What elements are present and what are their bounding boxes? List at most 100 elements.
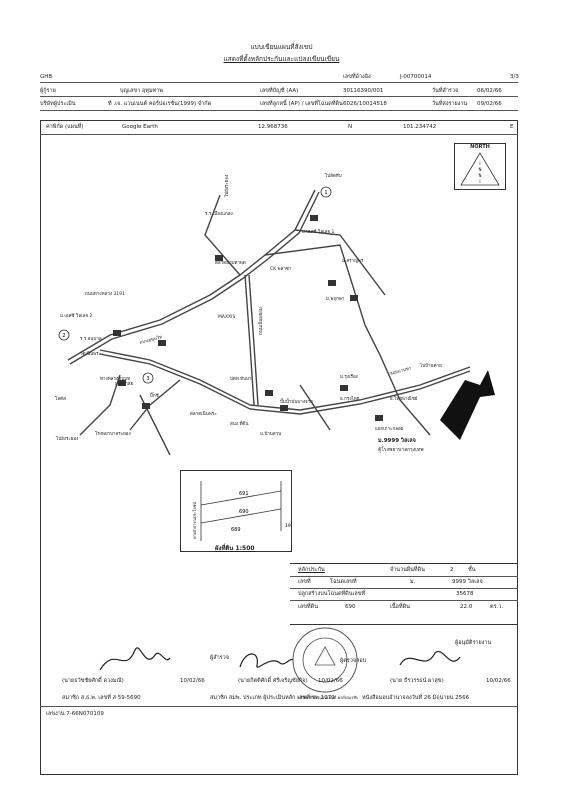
- map-label-bank2: ธ.ไทยพาณิชย์: [390, 395, 418, 402]
- deed-title: หลักประกัน: [298, 567, 325, 573]
- plot-road-label: ทางสาธารณประโยชน์: [192, 502, 197, 539]
- deed-row2-label: เลขที่: [298, 579, 311, 585]
- map-label-sattahip: ไปสัตหีบ: [324, 173, 342, 179]
- map-label-pttstation: ปตท.ทับมา: [230, 376, 252, 382]
- plot-lot-main: 690: [239, 509, 249, 515]
- svg-text:I: I: [479, 179, 480, 184]
- north-arrow-box: NORTH I N N I: [454, 143, 506, 190]
- deed-row2-sub: ม.: [410, 579, 416, 585]
- map-label-site3: ม.สราญพร: [342, 258, 364, 264]
- borrower-label: ผู้กู้ราย: [40, 88, 56, 94]
- north-label: NORTH: [470, 144, 490, 150]
- latitude: 12.968736: [258, 124, 288, 130]
- deed-table: หลักประกัน จำนวนผืนที่ดิน 2 ชั้น เลขที่ …: [290, 563, 518, 625]
- sign1-date: 10/02/66: [180, 678, 205, 684]
- map-label-maxxis: MAXXIS: [218, 314, 235, 320]
- ref-value: J-00700014: [400, 74, 432, 80]
- map-label-road-b: ทางหลวงชนบท: [100, 376, 130, 382]
- deed-row4-area: 22.0: [460, 604, 473, 610]
- sign3-date: 10/02/66: [486, 678, 511, 684]
- sign1-member: สมาชิก ส.ธ.พ. เลขที่ ส 59-5690: [62, 695, 141, 701]
- coord-source: Google Earth: [122, 124, 158, 130]
- report-date-label: วันที่ส่งรายงาน: [432, 101, 468, 107]
- map-label-hospital: โรงพยาบาลระยอง: [95, 430, 131, 437]
- deed-row1-value: 2: [450, 567, 454, 573]
- map-label-bigc: บิ๊กซี: [150, 392, 159, 399]
- map-label-site7: ม.รุ่งเรือง: [340, 373, 358, 380]
- map-label-temple: วัดเนินพระ: [80, 351, 101, 357]
- plot-lot-bottom: 689: [231, 527, 241, 533]
- map-label-rayong2: ไปยังระยอง: [55, 436, 78, 442]
- map-label-lotus: โลตัส: [55, 395, 66, 402]
- map-label-market2: ตลาดเนินพระ: [190, 411, 217, 417]
- plot-side-num: 19: [285, 523, 291, 529]
- account-value: 30116390/001: [343, 88, 384, 94]
- document-subtitle: แสดงที่ตั้งหลักประกันและแปลงเขียนเขียน: [223, 55, 340, 63]
- sign1-role: ผู้สำรวจ: [210, 655, 229, 661]
- deed-row4-value: 690: [345, 604, 356, 610]
- map-marker-3: 3: [146, 376, 149, 382]
- map-label-bank: ธ.กรุงไทย: [340, 396, 360, 402]
- map-label-seven: ร.ร.อนุบาล: [80, 336, 102, 342]
- document-frame: [40, 120, 518, 775]
- report-date: 09/02/66: [477, 101, 502, 107]
- deed-row2-mid: โฉนดเลขที่: [330, 579, 357, 585]
- sign2-date: 10/02/66: [318, 678, 343, 684]
- sign1-name: (นายธวัชชัยศักดิ์ ดวงมณี): [62, 678, 124, 684]
- stamp-text: บริษัท ที.เจ. แวนเนนต์ คอร์ปอเรชั่น: [298, 695, 358, 700]
- plot-lot-top: 691: [239, 491, 249, 497]
- ref-label: เลขที่อ้างอิง: [343, 74, 371, 80]
- plot-scale: ผังที่ดิน 1:500: [215, 545, 255, 552]
- deed-row4-unit: ตร.ว.: [490, 604, 504, 610]
- map-label-junction: แยกเกาะกลอย: [375, 427, 404, 432]
- map-label-main-road: ถนนสุขุมวิท: [139, 334, 163, 346]
- page-number: 3/3: [510, 74, 519, 80]
- account-label: เลขที่บัญชี (AA): [260, 88, 299, 94]
- map-label-soi: ซอยมาบข่า: [389, 365, 413, 377]
- deed-row1-unit: ชั้น: [468, 567, 476, 573]
- map-label-school: ร.ร.เมืองแกลง: [205, 210, 233, 217]
- deed-row1-label: จำนวนผืนที่ดิน: [390, 567, 425, 573]
- map-marker-1: 1: [324, 190, 327, 196]
- map-label-rama: ถนนเนินพยอม: [258, 307, 264, 335]
- map-label-market: ตลาดมาบตาพุด: [215, 260, 246, 266]
- signature-2: [239, 653, 294, 668]
- signature-3: [399, 650, 461, 666]
- footer-doc-no: เลขงาน 7-66N070109: [46, 711, 104, 717]
- map-label-office: สนง.ที่ดิน: [230, 420, 248, 427]
- org-code: GHB: [40, 74, 53, 80]
- latitude-dir: N: [348, 124, 353, 130]
- svg-text:N: N: [479, 173, 482, 178]
- deed-id-value: 6026/10014518: [343, 101, 387, 107]
- deed-row3-label: ปลูกสร้างบนโฉนดที่ดินเลขที่: [298, 591, 366, 597]
- svg-text:I: I: [479, 161, 480, 166]
- survey-date: 06/02/66: [477, 88, 502, 94]
- longitude: 101.234742: [403, 124, 437, 130]
- document-title: แบบเขียนแผนที่สังเขป: [250, 43, 313, 51]
- svg-text:N: N: [479, 167, 482, 172]
- map-label-village2: ตู้โรงพยาบาลกรุงเทพ: [378, 446, 424, 453]
- location-map: 1 2 3 ไปยังระยอง ไปสัตหีบ ร.ร.เมืองแกลง …: [55, 173, 495, 456]
- appraiser-label: บริษัทผู้ประเมิน: [40, 101, 76, 107]
- plot-diagram: 691 690 689 19 ทางสาธารณประโยชน์: [180, 470, 292, 552]
- sign2-role: ผู้ตรวจสอบ: [340, 658, 367, 664]
- sign2-name: (นายกิตติศักดิ์ ศรีเจริญชัยกิจ): [238, 678, 308, 684]
- sign3-role: ผู้อนุมัติรายงาน: [455, 640, 492, 646]
- survey-date-label: วันที่สำรวจ: [432, 88, 459, 94]
- deed-row3-value: 35678: [456, 591, 474, 597]
- company-seal: [292, 627, 358, 693]
- map-label-site2: ม.เอสซี วิลเลจ 2: [60, 313, 93, 319]
- deed-id-label: เลขที่ลูกหนี้ (AP) / เลขที่โฉนดที่ดิน: [260, 101, 343, 107]
- north-arrow-icon: I N N I: [460, 152, 500, 186]
- signature-1: [99, 647, 171, 671]
- plot-drawing: 691 690 689 19 ทางสาธารณประโยชน์: [192, 481, 291, 541]
- map-label-site1: ม.เอสซี วิลเลจ 1: [302, 229, 335, 235]
- appraiser-name: ที .เจ. แวนเนนต์ คอร์ปอเรชั่น(1999) จำกั…: [108, 101, 212, 107]
- map-label-ck: CK พลาซ่า: [270, 266, 292, 272]
- map-marker-2: 2: [62, 333, 65, 339]
- sign3-name: (นาย ธีรวรรธน์ ผาสุข): [390, 678, 444, 684]
- map-label-site5: ม.ศุภาลัย: [115, 381, 134, 387]
- map-label-gas: ปั๊มน้ำมันบางจาก: [280, 398, 313, 405]
- longitude-dir: E: [510, 124, 514, 130]
- deed-row2-value: 9999 วิลเลจ: [452, 579, 483, 585]
